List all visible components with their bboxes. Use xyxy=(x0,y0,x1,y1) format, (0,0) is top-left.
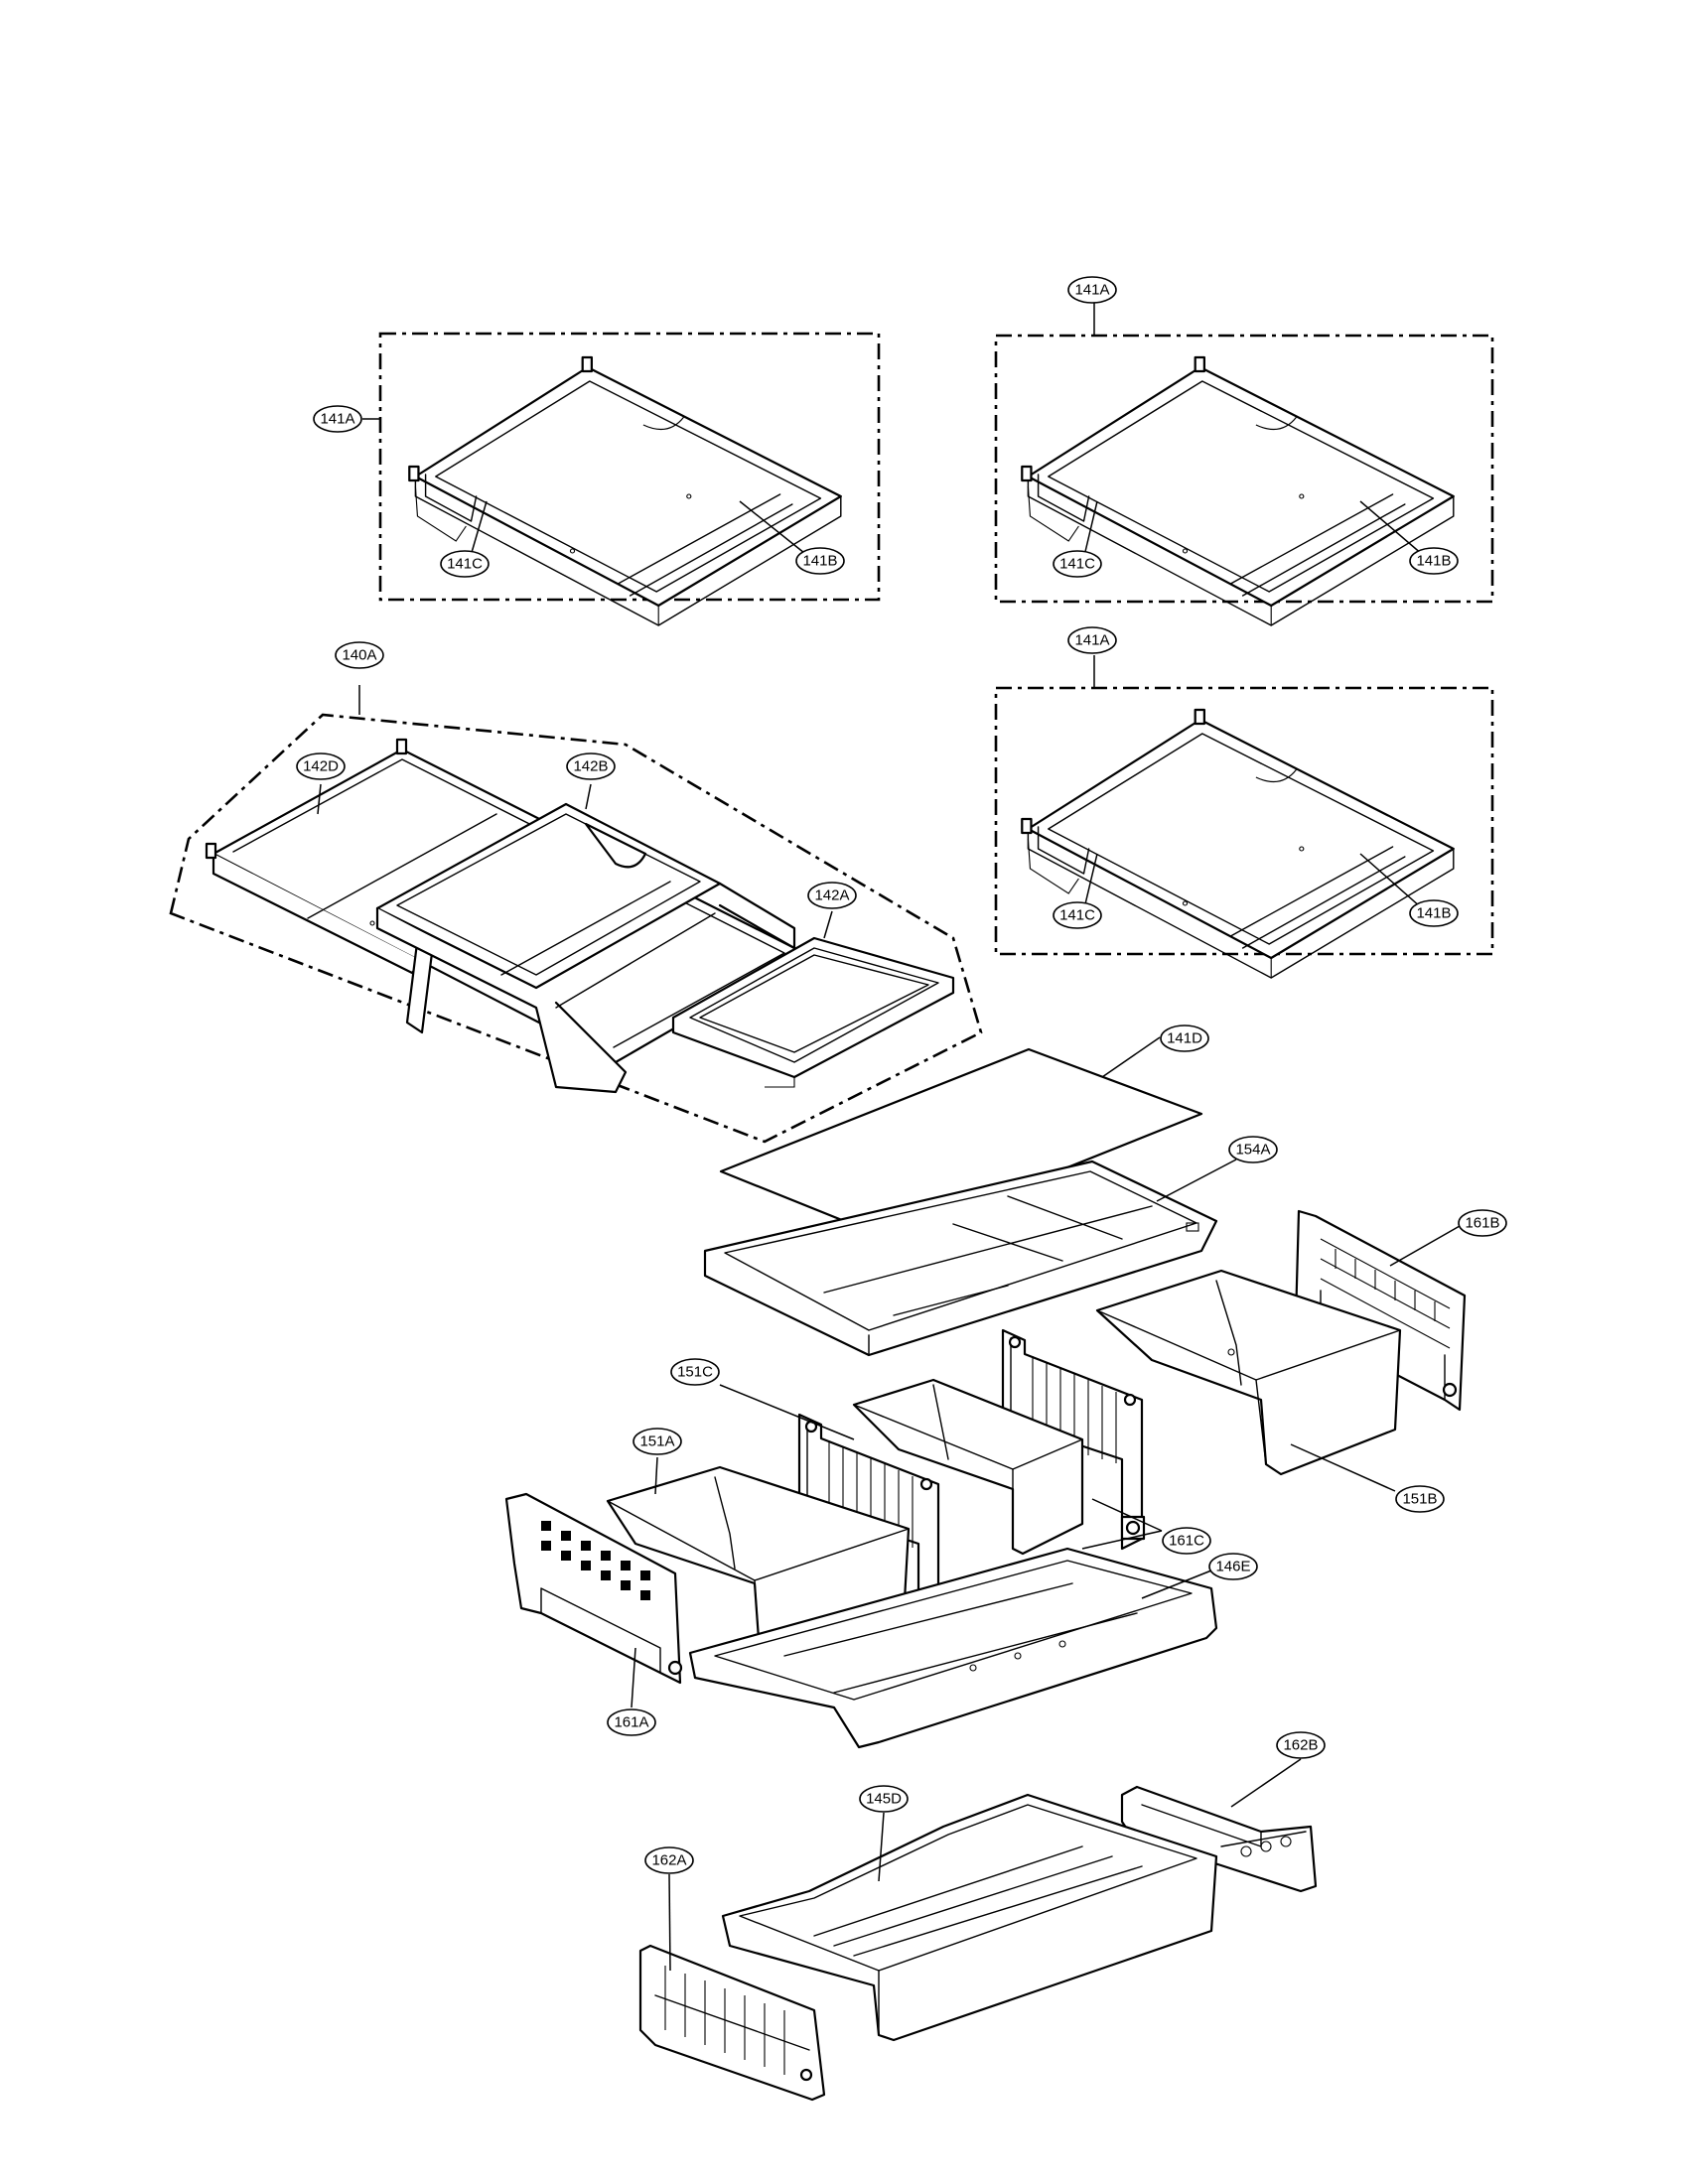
callout-151A: 151A xyxy=(633,1428,682,1455)
part-151C xyxy=(719,1378,1084,1556)
part-162B xyxy=(1120,1758,1318,1893)
callout-151B: 151B xyxy=(1395,1485,1445,1513)
callout-154A: 154A xyxy=(1228,1136,1278,1163)
part-151B xyxy=(1095,1269,1402,1492)
callout-label: 141A xyxy=(1074,632,1109,649)
part-151A xyxy=(606,1456,911,1660)
callout-label: 142A xyxy=(814,887,849,904)
callout-142A: 142A xyxy=(807,882,857,909)
callout-label: 142B xyxy=(573,758,608,775)
callout-141A-top-left: 141A xyxy=(313,405,362,433)
callout-label: 141B xyxy=(802,553,837,570)
shelf-assembly-141A-top-right xyxy=(994,303,1494,627)
callout-161C: 161C xyxy=(1162,1527,1211,1555)
callout-141B-top-right: 141B xyxy=(1409,547,1459,575)
callout-label: 141C xyxy=(1059,556,1095,573)
callout-label: 162B xyxy=(1283,1737,1318,1754)
callout-label: 154A xyxy=(1235,1142,1270,1159)
callout-141D: 141D xyxy=(1160,1024,1209,1052)
part-145D xyxy=(721,1793,1218,2042)
part-161C xyxy=(797,1328,1163,1635)
callout-142B: 142B xyxy=(566,752,616,780)
callout-label: 141B xyxy=(1416,553,1451,570)
shelf-assembly-141A-mid-right xyxy=(994,655,1494,980)
shelf-assembly-141A-top-left xyxy=(362,332,881,627)
callout-label: 151B xyxy=(1402,1491,1437,1508)
part-154A xyxy=(703,1159,1237,1357)
callout-label: 141A xyxy=(1074,282,1109,299)
callout-145D: 145D xyxy=(859,1785,909,1813)
part-146E xyxy=(688,1547,1218,1749)
part-162A xyxy=(638,1873,826,2102)
part-141D xyxy=(719,1036,1203,1241)
callout-label: 161A xyxy=(614,1714,648,1731)
callout-141A-mid-right: 141A xyxy=(1067,626,1117,654)
callout-label: 142D xyxy=(303,758,339,775)
part-142B xyxy=(375,802,796,1094)
callout-label: 146E xyxy=(1215,1559,1250,1575)
callout-142D: 142D xyxy=(296,752,346,780)
part-142A xyxy=(671,936,955,1088)
callout-162B: 162B xyxy=(1276,1731,1326,1759)
callout-162A: 162A xyxy=(644,1846,694,1874)
callout-label: 141C xyxy=(447,556,483,573)
shelf-assembly-140A xyxy=(169,685,983,1144)
callout-141C-mid-right: 141C xyxy=(1053,901,1102,929)
callout-141B-top-left: 141B xyxy=(795,547,845,575)
callout-label: 161C xyxy=(1169,1533,1204,1550)
callout-label: 162A xyxy=(651,1852,686,1869)
callout-141C-top-left: 141C xyxy=(440,550,490,578)
callout-label: 141D xyxy=(1167,1030,1202,1047)
callout-label: 141C xyxy=(1059,907,1095,924)
callout-141C-top-right: 141C xyxy=(1053,550,1102,578)
callout-161A: 161A xyxy=(607,1708,656,1736)
callout-label: 141B xyxy=(1416,905,1451,922)
callout-label: 161B xyxy=(1465,1215,1499,1232)
callout-label: 151A xyxy=(639,1433,674,1450)
callout-141A-top-right: 141A xyxy=(1067,276,1117,304)
callout-140A: 140A xyxy=(335,641,384,669)
callout-label: 141A xyxy=(320,411,354,428)
callout-151C: 151C xyxy=(670,1358,720,1386)
callout-label: 140A xyxy=(342,647,376,664)
callout-161B: 161B xyxy=(1458,1209,1507,1237)
callout-141B-mid-right: 141B xyxy=(1409,899,1459,927)
callout-146E: 146E xyxy=(1208,1553,1258,1580)
callout-label: 151C xyxy=(677,1364,713,1381)
callout-label: 145D xyxy=(866,1791,902,1808)
part-161A xyxy=(504,1492,683,1708)
